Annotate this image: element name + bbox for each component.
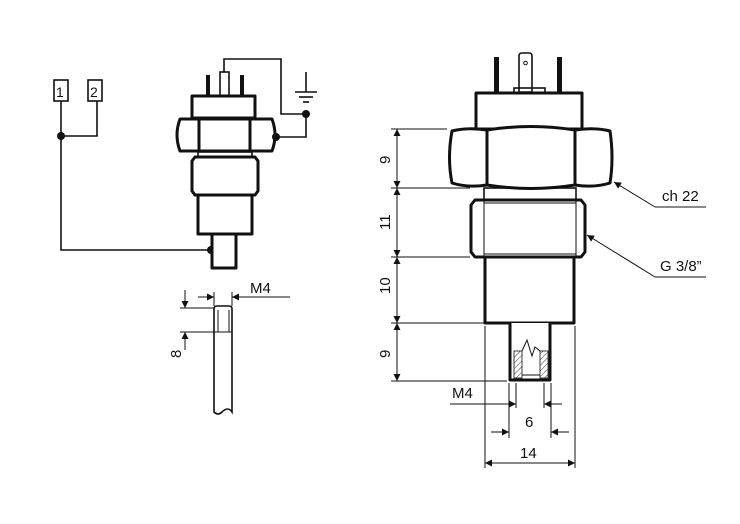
lower-body <box>196 193 254 236</box>
thread-hatch-right <box>539 350 549 379</box>
wire-terminal-2 <box>61 101 98 137</box>
callout-hex: ch 22 <box>662 188 699 205</box>
dim-probe-height: 9 <box>377 350 394 358</box>
dim-probe-diameter: 6 <box>525 414 533 431</box>
wire-terminal-1 <box>60 101 211 251</box>
dimensioned-sensor: 9 11 10 9 M4 6 14 ch 22 G 3/8” <box>377 52 706 468</box>
threaded-body <box>469 198 587 259</box>
ground-junction-dot <box>302 110 310 118</box>
probe-rod <box>213 305 233 415</box>
probe <box>210 232 238 270</box>
dim-thread-height: 11 <box>377 214 394 230</box>
terminal-2-box <box>87 79 103 102</box>
pin-center <box>518 52 533 93</box>
terminal-2-label: 2 <box>90 84 98 100</box>
callout-thread: G 3/8” <box>660 258 702 275</box>
ground-icon <box>295 72 317 103</box>
thread-depth-label: 8 <box>168 350 185 358</box>
probe-thread-label: M4 <box>250 280 271 297</box>
terminal-block <box>474 91 584 131</box>
dim-probe-thread: M4 <box>452 385 473 402</box>
pin-left <box>206 75 210 97</box>
body-contact-dot <box>272 133 280 141</box>
pin-center <box>219 71 230 97</box>
wiring-diagram: 1 2 <box>53 58 317 270</box>
probe-thread-detail: M4 8 <box>168 280 290 415</box>
pin-right <box>240 75 244 97</box>
pin-right <box>557 57 562 95</box>
hex-nut <box>448 125 614 190</box>
dim-body-diameter: 14 <box>520 445 537 462</box>
thread-hatch-left <box>513 350 523 379</box>
terminal-1-label: 1 <box>56 84 64 100</box>
dim-body-height: 10 <box>377 277 394 294</box>
pin-left <box>494 57 499 95</box>
ground-wire <box>223 58 306 115</box>
lower-body <box>483 255 576 325</box>
threaded-body <box>190 155 260 197</box>
hex-nut <box>175 117 277 153</box>
terminal-block <box>190 94 257 120</box>
junction-dot <box>57 132 65 140</box>
dim-nut-height: 9 <box>377 156 394 164</box>
